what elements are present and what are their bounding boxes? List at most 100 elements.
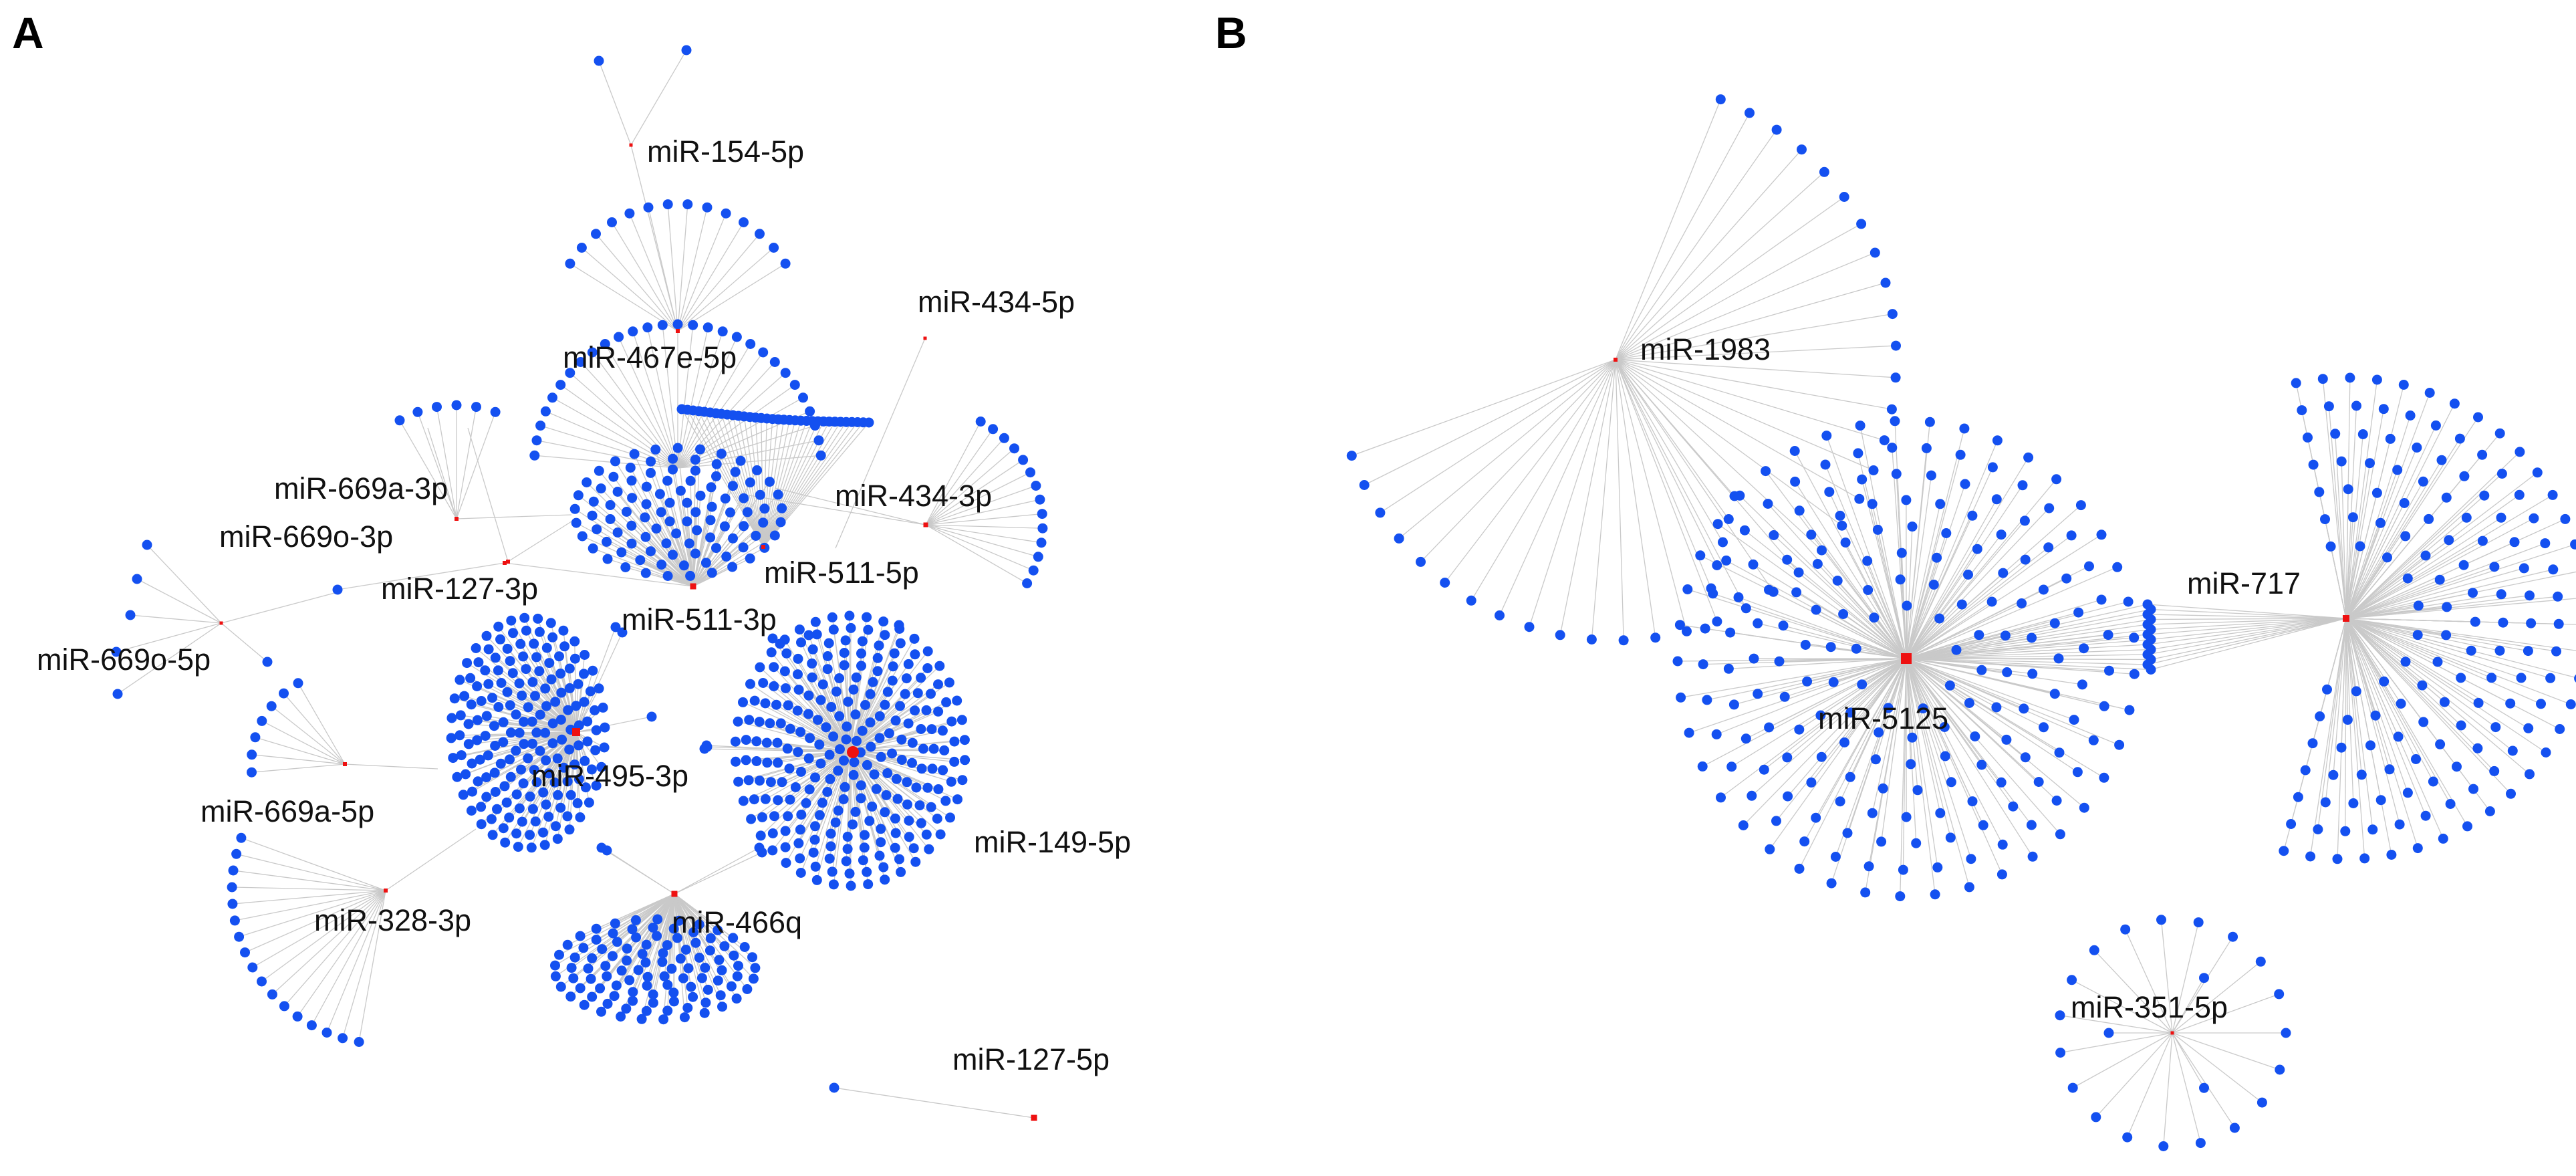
interaction-edge — [815, 750, 851, 867]
target-gene-node — [811, 874, 822, 885]
target-gene-node — [2519, 563, 2529, 574]
target-gene-node — [840, 782, 850, 792]
target-gene-node — [459, 691, 470, 701]
target-gene-node — [1839, 737, 1849, 747]
target-gene-node — [2365, 458, 2375, 469]
target-gene-node — [2420, 810, 2431, 821]
interaction-edge — [1906, 658, 2044, 728]
interaction-edge — [1817, 564, 1907, 659]
target-gene-node — [842, 721, 852, 732]
target-gene-node — [1715, 94, 1726, 105]
target-gene-node — [2055, 829, 2065, 840]
interaction-edge — [251, 763, 346, 773]
target-gene-node — [640, 568, 651, 578]
interaction-edge — [1615, 99, 1721, 360]
target-gene-node — [1857, 474, 1867, 485]
target-gene-node — [1956, 599, 1967, 610]
interaction-edge — [2147, 618, 2347, 655]
target-gene-node — [688, 927, 698, 937]
target-gene-node — [1695, 550, 1706, 561]
interaction-edge — [1687, 588, 1907, 659]
target-gene-node — [755, 489, 765, 500]
target-gene-node — [683, 963, 694, 973]
target-gene-node — [596, 761, 607, 772]
target-gene-node — [810, 861, 821, 872]
target-gene-node — [2279, 846, 2289, 856]
target-gene-node — [777, 503, 787, 513]
target-gene-node — [876, 824, 886, 834]
interaction-edge — [2345, 618, 2354, 804]
interaction-edge — [2172, 1032, 2202, 1143]
target-gene-node — [1819, 166, 1829, 177]
target-gene-node — [547, 718, 558, 729]
target-gene-node — [602, 554, 613, 564]
target-gene-node — [807, 644, 818, 655]
interaction-edge — [2345, 544, 2575, 619]
interaction-edge — [233, 870, 386, 891]
target-gene-node — [2099, 701, 2109, 711]
target-gene-node — [860, 830, 870, 840]
target-gene-node — [662, 571, 673, 581]
target-gene-node — [937, 725, 948, 736]
target-gene-node — [833, 805, 844, 816]
target-gene-node — [872, 653, 883, 663]
target-gene-node — [1783, 791, 1793, 802]
target-gene-node — [745, 679, 755, 689]
target-gene-node — [1886, 404, 1897, 415]
target-gene-node — [821, 722, 831, 733]
target-gene-node — [871, 784, 882, 794]
target-gene-node — [748, 973, 759, 984]
target-gene-node — [1747, 790, 1757, 801]
interaction-edge — [737, 721, 851, 751]
mirna-hub-351-5p — [2170, 1031, 2174, 1035]
target-gene-node — [2548, 564, 2559, 575]
interaction-edge — [2335, 433, 2347, 619]
target-gene-node — [554, 651, 564, 662]
target-gene-node — [616, 547, 627, 558]
interaction-edge — [662, 893, 675, 1020]
interaction-edge — [2345, 618, 2408, 794]
target-gene-node — [807, 658, 817, 669]
target-gene-node — [728, 933, 739, 943]
interaction-edge — [646, 893, 675, 986]
target-gene-node — [493, 665, 503, 676]
target-gene-node — [751, 756, 762, 766]
target-gene-node — [483, 750, 493, 761]
interaction-edge — [763, 420, 796, 548]
target-gene-node — [851, 672, 862, 683]
target-gene-node — [267, 989, 277, 999]
target-gene-node — [1878, 783, 1888, 794]
interaction-edge — [2345, 618, 2434, 782]
target-gene-node — [793, 685, 804, 695]
interaction-edge — [1470, 359, 1616, 601]
interaction-edge — [776, 704, 851, 751]
interaction-edge — [771, 750, 851, 783]
target-gene-node — [2523, 723, 2534, 733]
interaction-edge — [2071, 979, 2173, 1034]
target-gene-node — [874, 640, 884, 651]
target-gene-node — [527, 804, 538, 814]
target-gene-node — [2462, 821, 2472, 832]
target-gene-node — [713, 975, 723, 986]
target-gene-node — [688, 320, 698, 330]
target-gene-node — [826, 702, 837, 712]
target-gene-node — [856, 780, 866, 791]
target-gene-node — [846, 880, 856, 891]
target-gene-node — [608, 928, 618, 939]
mirna-label-434-5p: miR-434-5p — [918, 285, 1075, 319]
target-gene-node — [530, 816, 541, 827]
interaction-edge — [674, 847, 760, 895]
target-gene-node — [602, 536, 612, 547]
target-gene-node — [602, 971, 612, 981]
interaction-edge — [1380, 359, 1616, 513]
target-gene-node — [2099, 772, 2109, 783]
target-gene-node — [910, 649, 920, 660]
target-gene-node — [2308, 459, 2319, 470]
target-gene-node — [621, 1004, 632, 1014]
mirna-label-669o-5p: miR-669o-5p — [37, 642, 211, 677]
target-gene-node — [719, 941, 730, 951]
interaction-edge — [221, 591, 340, 624]
interaction-edge — [1906, 658, 2083, 685]
target-gene-node — [857, 636, 868, 646]
target-gene-node — [706, 482, 717, 493]
